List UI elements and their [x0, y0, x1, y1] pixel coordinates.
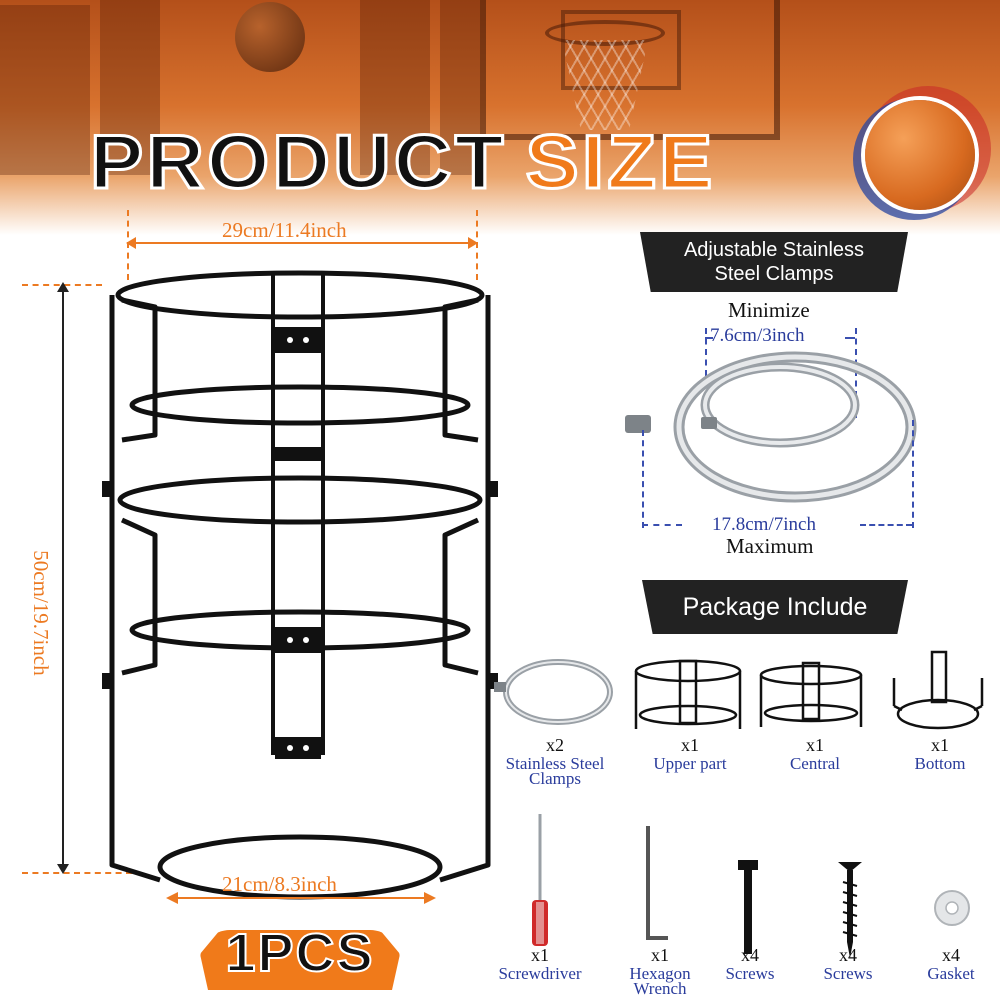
item-label: Gasket [927, 964, 975, 983]
clamp-maximum-value: 17.8cm/7inch [712, 514, 816, 535]
hex-wrench-icon [646, 826, 668, 940]
package-item: x1 Hexagon Wrench [605, 945, 715, 998]
title-word-product: PRODUCT [88, 120, 507, 205]
clamp-maximum-label: Maximum [726, 534, 814, 558]
building-silhouette [360, 0, 430, 175]
ball-holder-drawing [102, 270, 498, 900]
clamps-banner-text: Adjustable Stainless Steel Clamps [683, 239, 865, 285]
clamp-thumbnail [494, 659, 613, 725]
central-part-thumbnail [759, 661, 863, 727]
package-item: x1 Bottom [880, 735, 1000, 773]
package-banner: Package Include [642, 580, 908, 634]
package-item: x1 Central [755, 735, 875, 773]
dimension-guide [642, 524, 682, 526]
hoop-rim-graphic [545, 20, 665, 46]
package-item: x2 Stainless Steel Clamps [490, 735, 620, 788]
package-item: x4 Screws [798, 945, 898, 983]
width-bottom-label: 21cm/8.3inch [222, 872, 337, 896]
dimension-guide [860, 524, 912, 526]
title-word-size: SIZE [524, 120, 716, 205]
item-quantity: x4 [741, 945, 759, 965]
item-quantity: x1 [806, 735, 824, 755]
width-top-arrow [126, 237, 478, 249]
package-item: x4 Screws [700, 945, 800, 983]
dimension-guide [845, 337, 855, 339]
quantity-badge-background [200, 930, 400, 990]
screw-bolt-icon [738, 860, 758, 954]
clamp-minimize-value: 7.6cm/3inch [710, 325, 805, 346]
item-quantity: x2 [546, 735, 564, 755]
height-arrow [57, 282, 69, 874]
backboard-graphic [480, 0, 780, 140]
item-label: Hexagon Wrench [629, 964, 691, 998]
gasket-icon [934, 890, 970, 926]
item-label: Screws [823, 964, 873, 983]
clamp-minimize-label: Minimize [728, 298, 810, 322]
package-item: x4 Gasket [902, 945, 1000, 983]
dimension-guide [705, 337, 713, 339]
package-item: x1 Screwdriver [480, 945, 600, 983]
hero-background [0, 0, 1000, 235]
item-quantity: x4 [942, 945, 960, 965]
bottom-part-thumbnail [892, 650, 984, 730]
item-quantity: x1 [681, 735, 699, 755]
item-quantity: x1 [531, 945, 549, 965]
item-label: Screws [725, 964, 775, 983]
building-silhouette [100, 0, 160, 175]
item-quantity: x4 [839, 945, 857, 965]
item-quantity: x1 [931, 735, 949, 755]
clamps-banner: Adjustable Stainless Steel Clamps [640, 232, 908, 292]
screw-wood-icon [838, 862, 862, 958]
dimension-guide [912, 420, 914, 528]
building-silhouette [440, 0, 480, 175]
dimension-guide [642, 430, 644, 528]
screwdriver-icon [532, 814, 548, 946]
dimension-guide [22, 872, 132, 874]
basketball-icon [865, 100, 975, 210]
item-label: Upper part [653, 754, 727, 773]
quantity-badge: 1PCS [224, 922, 375, 984]
item-label: Stainless Steel Clamps [505, 754, 605, 788]
item-label: Bottom [914, 754, 966, 773]
item-quantity: x1 [651, 945, 669, 965]
item-label: Screwdriver [498, 964, 582, 983]
basketball-photo [235, 2, 305, 72]
clamp-image [625, 351, 917, 503]
building-silhouette [0, 5, 90, 175]
upper-part-thumbnail [634, 659, 742, 729]
dimension-guide [705, 328, 707, 418]
item-label: Central [789, 754, 841, 773]
width-bottom-arrow [166, 892, 436, 904]
package-banner-text: Package Include [682, 593, 868, 621]
package-item: x1 Upper part [630, 735, 750, 773]
width-top-label: 29cm/11.4inch [222, 218, 347, 242]
height-label: 50cm/19.7inch [29, 550, 53, 676]
